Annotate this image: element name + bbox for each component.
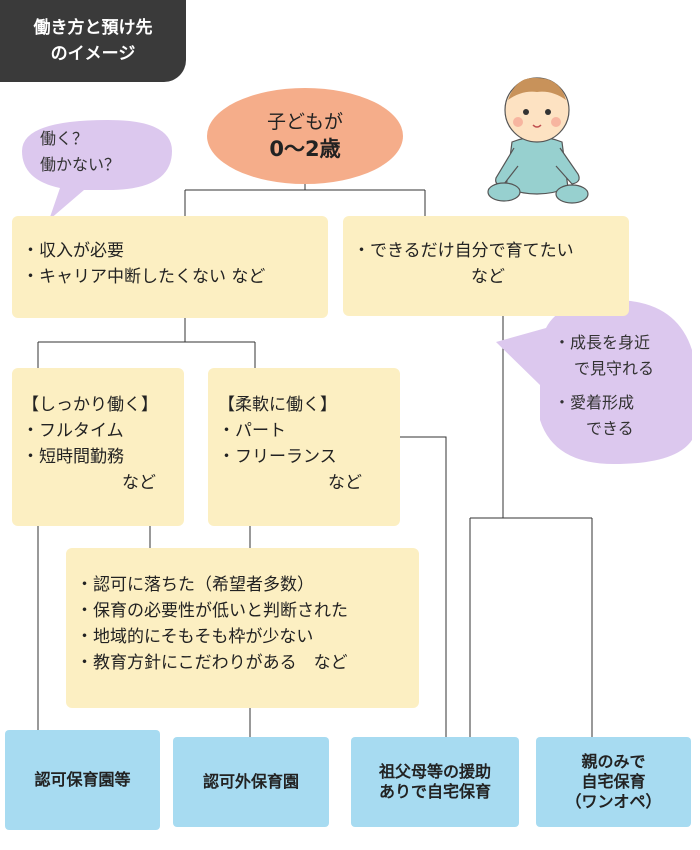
outcome-grandparents: 祖父母等の援助 ありで自宅保育 (351, 737, 519, 827)
outcome-licensed: 認可保育園等 (5, 730, 160, 830)
card-line: ・フリーランス (218, 447, 337, 467)
baby-left-foot (487, 182, 521, 202)
outcome-line: 自宅保育 (581, 772, 646, 791)
card-line: ・地域的にそもそも枠が少ない (76, 627, 314, 647)
outcome-line: （ワンオペ） (565, 792, 662, 811)
baby-left-eye (523, 109, 529, 115)
card-line: ・教育方針にこだわりがある など (76, 653, 348, 673)
bubble-line: できる (586, 419, 634, 438)
work-style-fulltime: 【しっかり働く】 ・フルタイム ・短時間勤務 など (12, 368, 184, 526)
outcome-unlicensed: 認可外保育園 (173, 737, 329, 827)
card-line: 【柔軟に働く】 (218, 395, 337, 415)
bubble-raise-merits-text: ・成長を身近 で見守れる ・愛着形成 できる (552, 330, 684, 442)
baby-left-cheek (513, 117, 523, 127)
root-line-1: 子どもが (266, 111, 343, 133)
outcome-line: 認可外保育園 (202, 772, 299, 791)
bubble-line: 働かない？ (40, 155, 121, 174)
bubble-work-question-text: 働く？ 働かない？ (40, 126, 170, 178)
outcome-line: 親のみで (581, 752, 646, 771)
title-line-2: のイメージ (50, 44, 136, 64)
card-line: など (471, 267, 505, 287)
baby-mouth (532, 124, 542, 128)
bubble-line: ・成長を身近 (554, 333, 651, 352)
card-line: ・キャリア中断したくない など (22, 267, 266, 287)
reasons-box: ・認可に落ちた（希望者多数） ・保育の必要性が低いと判断された ・地域的にそもそ… (66, 548, 419, 708)
connector-work-split (37, 318, 256, 368)
card-line: など (328, 473, 362, 493)
card-line: など (122, 473, 156, 493)
title-line-1: 働き方と預け先 (33, 18, 153, 38)
work-style-flexible: 【柔軟に働く】 ・パート ・フリーランス など (208, 368, 400, 526)
baby-right-foot (555, 184, 589, 204)
card-line: ・フルタイム (22, 421, 124, 441)
card-line: 【しっかり働く】 (22, 395, 158, 415)
branch-home: ・できるだけ自分で育てたい など (343, 216, 629, 316)
bubble-line: で見守れる (574, 359, 655, 378)
branch-work: ・収入が必要 ・キャリア中断したくない など (12, 216, 328, 318)
connector-home-split (469, 316, 593, 737)
bubble-line: ・愛着形成 (554, 393, 635, 412)
card-line: ・認可に落ちた（希望者多数） (76, 575, 314, 595)
card-line: ・収入が必要 (22, 241, 124, 261)
title-tag: 働き方と預け先 のイメージ (0, 0, 186, 82)
baby-right-eye (545, 109, 551, 115)
card-line: ・保育の必要性が低いと判断された (76, 601, 348, 621)
baby-illustration (487, 77, 589, 204)
outcome-line: 祖父母等の援助 (378, 762, 491, 781)
card-line: ・パート (218, 421, 286, 441)
card-line: ・できるだけ自分で育てたい (353, 241, 574, 261)
root-line-2: 0〜2歳 (269, 137, 341, 161)
speech-bubble-work-question (22, 120, 172, 220)
connector-flexible-grandparents (400, 436, 447, 737)
root-node: 子どもが 0〜2歳 (207, 88, 403, 184)
connector-root-split (184, 184, 426, 216)
card-line: ・短時間勤務 (22, 447, 124, 467)
outcome-line: 認可保育園等 (34, 770, 131, 789)
bubble-line: 働く？ (40, 129, 89, 148)
baby-hair (508, 77, 566, 100)
baby-right-arm (555, 147, 580, 185)
baby-right-cheek (551, 117, 561, 127)
outcome-parents-only: 親のみで 自宅保育 （ワンオペ） (536, 737, 691, 827)
speech-bubble-raise-merits (496, 300, 692, 464)
outcome-line: ありで自宅保育 (378, 782, 491, 801)
